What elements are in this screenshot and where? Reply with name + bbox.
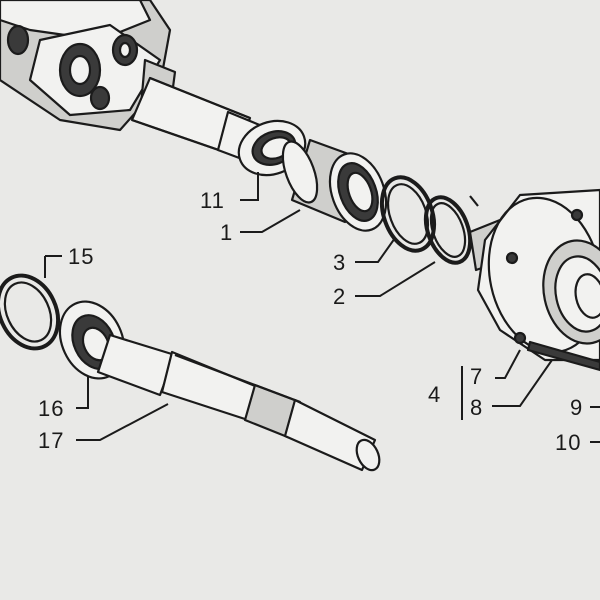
callout-labels: 11 1 3 2 4 7 8 9 10 15 16 17 bbox=[38, 188, 583, 455]
flange-housing-4 bbox=[468, 188, 600, 362]
callout-4: 4 bbox=[428, 382, 441, 407]
callout-8: 8 bbox=[470, 395, 483, 420]
callout-1: 1 bbox=[220, 220, 233, 245]
o-ring-2 bbox=[423, 195, 479, 265]
callout-2: 2 bbox=[333, 284, 346, 309]
snap-ring-15 bbox=[0, 273, 61, 351]
callout-11: 11 bbox=[200, 188, 225, 213]
bolt-9-10 bbox=[526, 340, 600, 372]
leader-lines bbox=[44, 172, 600, 443]
callout-3: 3 bbox=[333, 250, 346, 275]
callout-16: 16 bbox=[38, 396, 64, 421]
callout-10: 10 bbox=[555, 430, 581, 455]
drive-yoke-assembly bbox=[0, 0, 177, 132]
callout-7: 7 bbox=[470, 364, 483, 389]
callout-9: 9 bbox=[570, 395, 583, 420]
bearing-1 bbox=[281, 138, 388, 232]
callout-17: 17 bbox=[38, 428, 64, 453]
callout-15: 15 bbox=[68, 244, 94, 269]
lower-splined-shaft-17 bbox=[96, 333, 381, 472]
